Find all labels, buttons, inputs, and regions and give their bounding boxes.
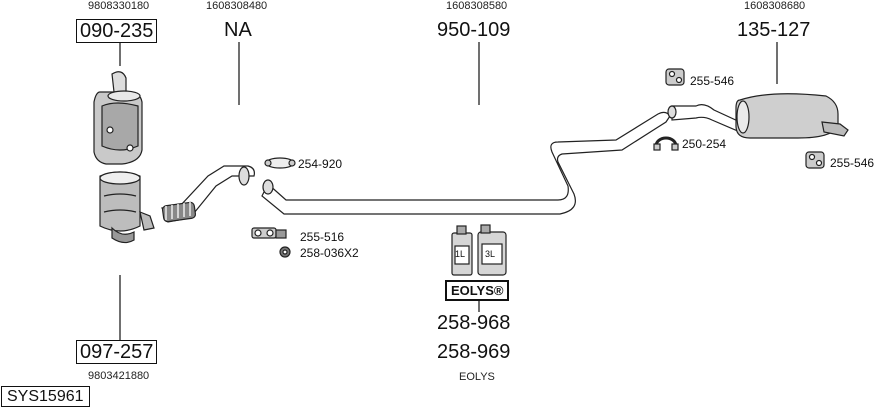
part-code-box: 097-257 — [76, 340, 158, 364]
part-ref: 1608308580 — [446, 0, 508, 12]
can-3l-label: 3L — [485, 249, 496, 259]
fitting-250-254-icon — [653, 136, 679, 151]
fitting-label: 250-254 — [682, 137, 727, 151]
fitting-255-546-a-icon — [665, 68, 685, 86]
rear-silencer-icon — [667, 93, 849, 139]
additive-can-3l-icon — [477, 224, 507, 276]
part-code: NA — [224, 19, 252, 41]
part-code: 135-127 — [737, 19, 811, 41]
can-1l-label: 1L — [455, 249, 466, 259]
fitting-label: 254-920 — [298, 157, 343, 171]
eolys-badge: EOLYS® — [445, 280, 510, 301]
part-ref: 9803421880 — [88, 370, 150, 382]
fitting-255-546-b-icon — [805, 151, 825, 169]
front-pipe-icon — [161, 165, 255, 223]
part-ref: 1608308680 — [744, 0, 806, 12]
centre-pipe-icon — [261, 111, 671, 215]
part-ref: 1608308480 — [206, 0, 268, 12]
fitting-label: 255-546 — [830, 156, 875, 170]
additive-code: 258-968 — [437, 312, 511, 334]
additive-can-1l-icon — [451, 225, 473, 276]
additive-caption: EOLYS — [459, 371, 495, 383]
additive-code: 258-969 — [437, 341, 511, 363]
part-ref: 9808330180 — [88, 0, 150, 12]
fitting-label: 258-036X2 — [300, 246, 359, 260]
fitting-254-920-icon — [264, 157, 296, 169]
fitting-label: 255-546 — [690, 74, 735, 88]
catalytic-converter-icon — [93, 71, 155, 244]
fitting-label: 255-516 — [300, 230, 345, 244]
part-code-box: 090-235 — [76, 19, 158, 43]
system-id: SYS15961 — [1, 386, 90, 407]
fitting-258-036-icon — [279, 246, 291, 258]
fitting-255-516-icon — [251, 227, 287, 239]
part-code: 950-109 — [437, 19, 511, 41]
